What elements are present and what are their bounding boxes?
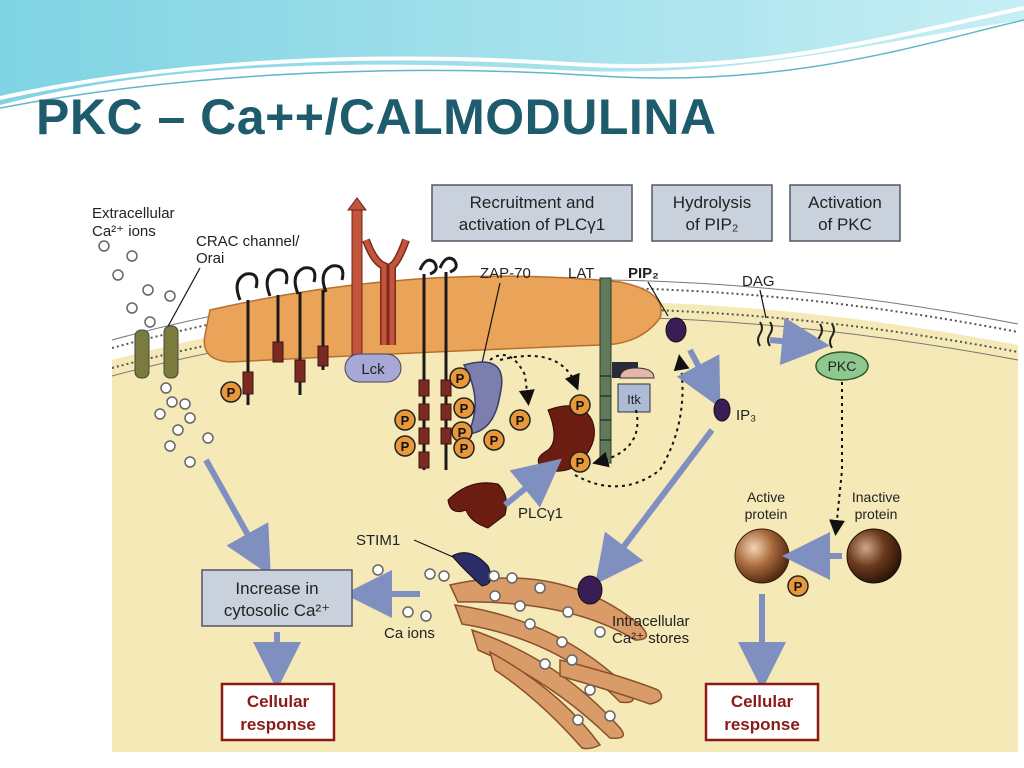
crac-pointer bbox=[165, 267, 201, 331]
pip2-ip3-arrow bbox=[676, 348, 721, 408]
pkc-dotted-arrow bbox=[829, 382, 845, 536]
phosphate-badge: P bbox=[449, 367, 471, 389]
zap70-kinase bbox=[462, 361, 503, 435]
increase-line-1: Increase in bbox=[235, 579, 318, 598]
phosphate-label: P bbox=[227, 385, 236, 400]
zap70-pointer bbox=[479, 282, 501, 373]
phosphate-badge: P bbox=[509, 409, 531, 431]
incoming-ca-ions bbox=[154, 382, 214, 468]
phosphate-badge: P bbox=[394, 435, 416, 457]
lck-label: Lck bbox=[361, 361, 385, 378]
response-left-line-2: response bbox=[240, 715, 316, 734]
phosphate-badge: P bbox=[787, 575, 809, 597]
recruitment-box: Recruitment and activation of PLCγ1 bbox=[431, 184, 633, 242]
response-right-line-1: Cellular bbox=[731, 692, 794, 711]
increase-ca-box: Increase in cytosolic Ca²⁺ bbox=[201, 569, 353, 627]
phosphate-badge: P bbox=[483, 429, 505, 451]
itk-label: Itk bbox=[627, 392, 641, 407]
signaling-dotted-arrows bbox=[489, 354, 690, 488]
intracellular-label-2: Ca²⁺ stores bbox=[612, 630, 689, 647]
itk-kinase: Itk bbox=[612, 362, 655, 413]
crac-label-2: Orai bbox=[196, 250, 224, 267]
phosphate-label: P bbox=[401, 439, 410, 454]
phosphate-label: P bbox=[794, 579, 803, 594]
cellular-response-right: Cellular response bbox=[704, 682, 820, 742]
plcg1-arrow bbox=[503, 458, 562, 508]
phosphate-badge: P bbox=[220, 381, 242, 403]
phosphate-badge: P bbox=[569, 394, 591, 416]
lat-label: LAT bbox=[568, 265, 594, 282]
phosphate-label: P bbox=[460, 401, 469, 416]
dag-pkc-arrow bbox=[769, 317, 830, 366]
phosphate-label: P bbox=[576, 398, 585, 413]
cd3-itams bbox=[418, 379, 452, 469]
phosphate-label: P bbox=[516, 413, 525, 428]
dag-pointer bbox=[759, 289, 767, 319]
activation-line-1: Activation bbox=[808, 193, 882, 212]
pkc-label: PKC bbox=[828, 358, 857, 374]
hydrolysis-line-2: of PIP₂ bbox=[686, 215, 739, 234]
endoplasmic-reticulum bbox=[448, 577, 663, 750]
itam-segments bbox=[242, 341, 329, 395]
activation-line-2: of PKC bbox=[818, 215, 872, 234]
hydrolysis-box: Hydrolysis of PIP₂ bbox=[651, 184, 773, 242]
increase-line-2: cytosolic Ca²⁺ bbox=[224, 601, 330, 620]
ca-ions-label: Ca ions bbox=[384, 625, 435, 642]
extracellular-ca-ions bbox=[98, 240, 176, 328]
ca-influx-arrow bbox=[203, 458, 271, 576]
active-protein-label-1: Active bbox=[747, 489, 785, 505]
pkc-enzyme: PKC bbox=[815, 351, 869, 381]
phosphate-label: P bbox=[490, 433, 499, 448]
ip3-er-arrow bbox=[595, 428, 715, 585]
phosphate-badge: P bbox=[451, 421, 473, 443]
slide-title: PKC – Ca++/CALMODULINA bbox=[36, 89, 717, 145]
intracellular-label-1: Intracellular bbox=[612, 613, 690, 630]
ip3-receptor bbox=[577, 575, 603, 605]
inactive-protein bbox=[846, 528, 902, 584]
extracellular-label-1: Extracellular bbox=[92, 205, 175, 222]
crac-label-1: CRAC channel/ bbox=[196, 233, 300, 250]
ip3-label: IP₃ bbox=[736, 407, 756, 424]
hydrolysis-line-1: Hydrolysis bbox=[673, 193, 751, 212]
response-right-line-2: response bbox=[724, 715, 800, 734]
phosphate-badge: P bbox=[453, 397, 475, 419]
phosphate-label: P bbox=[401, 413, 410, 428]
phosphate-badge: P bbox=[453, 437, 475, 459]
plcg1-inactive bbox=[447, 482, 507, 529]
header-wave bbox=[0, 0, 1024, 109]
inactive-protein-label-2: protein bbox=[855, 506, 898, 522]
lck-kinase: Lck bbox=[344, 353, 402, 383]
cellular-response-left: Cellular response bbox=[220, 682, 336, 742]
phosphate-label: P bbox=[576, 455, 585, 470]
recruitment-line-1: Recruitment and bbox=[470, 193, 595, 212]
extracellular-label-2: Ca²⁺ ions bbox=[92, 223, 156, 240]
cell-cytoplasm bbox=[112, 300, 1018, 752]
coreceptor bbox=[347, 197, 410, 366]
ip3-molecule bbox=[713, 398, 731, 422]
pip2-pointer bbox=[647, 281, 669, 317]
dag-label: DAG bbox=[742, 273, 775, 290]
er-ca-stores bbox=[489, 582, 616, 726]
stim1-label: STIM1 bbox=[356, 532, 400, 549]
recruitment-line-2: activation of PLCγ1 bbox=[459, 215, 605, 234]
pip2-molecule bbox=[665, 317, 687, 343]
lat-adaptor bbox=[599, 277, 612, 464]
phosphate-badge: P bbox=[569, 451, 591, 473]
phosphate-badge: P bbox=[394, 409, 416, 431]
plcg1-label: PLCγ1 bbox=[518, 505, 563, 522]
zap70-label: ZAP-70 bbox=[480, 265, 531, 282]
active-protein-label-2: protein bbox=[745, 506, 788, 522]
pip2-label: PIP₂ bbox=[628, 265, 659, 282]
phosphate-label: P bbox=[460, 441, 469, 456]
inactive-protein-label-1: Inactive bbox=[852, 489, 900, 505]
response-left-line-1: Cellular bbox=[247, 692, 310, 711]
phosphate-label: P bbox=[458, 425, 467, 440]
crac-channel bbox=[134, 325, 179, 379]
phosphate-label: P bbox=[456, 371, 465, 386]
active-protein bbox=[734, 528, 790, 584]
activation-pkc-box: Activation of PKC bbox=[789, 184, 901, 242]
